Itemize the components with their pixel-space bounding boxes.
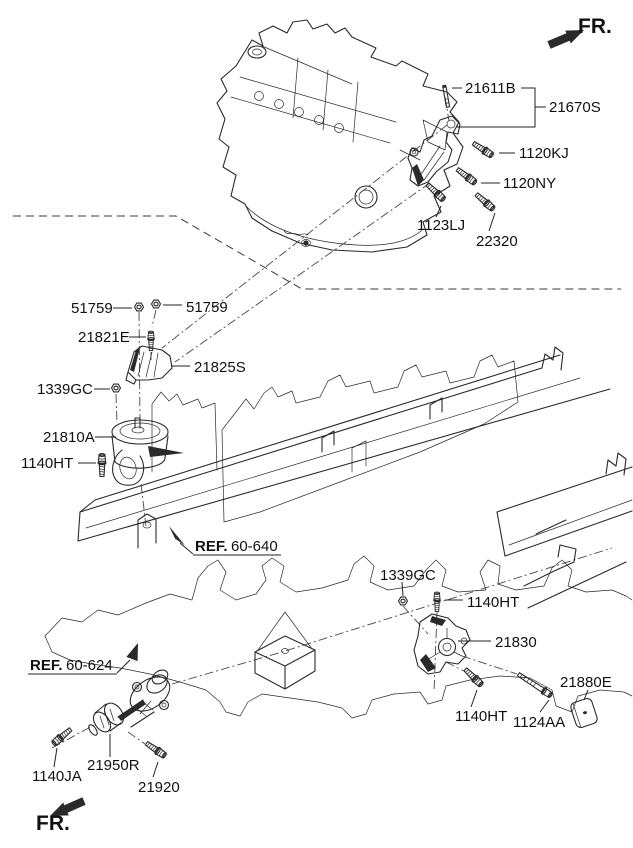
bolt-1140ht-bottom-icon bbox=[462, 665, 486, 689]
part-label-22320: 22320 bbox=[476, 233, 518, 250]
part-label-21920: 21920 bbox=[138, 779, 180, 796]
pad-21880e-illustration bbox=[570, 697, 598, 729]
bracket-21830-illustration bbox=[413, 613, 471, 675]
frame-rail-ref-60-640-illustration bbox=[77, 346, 633, 609]
part-label-51759-right: 51759 bbox=[186, 299, 228, 316]
part-label-1123lj: 1123LJ bbox=[417, 217, 465, 234]
nut-1339gc-lower-icon bbox=[397, 596, 409, 606]
fr-marker-bottom: FR. bbox=[36, 797, 86, 835]
fr-arrow-bottom-icon bbox=[50, 797, 86, 816]
part-label-21810a: 21810A bbox=[43, 429, 95, 446]
mount-21810a-illustration bbox=[111, 417, 184, 486]
nut-51759-left-icon bbox=[133, 302, 145, 312]
leader-lines bbox=[53, 87, 589, 778]
bolt-1120ny-icon bbox=[454, 165, 479, 187]
bolt-1120kj-icon bbox=[470, 139, 496, 160]
part-label-21830: 21830 bbox=[495, 634, 537, 651]
bolt-1124aa-icon bbox=[515, 670, 554, 700]
part-label-21670s: 21670S bbox=[549, 99, 601, 116]
engine-illustration bbox=[216, 19, 464, 253]
part-label-1140ht-bottom: 1140HT bbox=[455, 708, 507, 725]
fr-label-top: FR. bbox=[578, 15, 612, 38]
bolt-1140ht-mid-icon bbox=[433, 591, 441, 613]
part-label-1140ja: 1140JA bbox=[32, 768, 82, 785]
part-label-21880e: 21880E bbox=[560, 674, 612, 691]
ref-60-640-prefix: REF. bbox=[195, 538, 228, 555]
part-label-21825s: 21825S bbox=[194, 359, 246, 376]
bracket-21825s-illustration bbox=[125, 345, 173, 385]
part-label-1140ht-mid: 1140HT bbox=[467, 594, 519, 611]
part-label-21821e: 21821E bbox=[78, 329, 130, 346]
part-label-21950r: 21950R bbox=[87, 757, 140, 774]
part-label-1120ny: 1120NY bbox=[503, 175, 556, 192]
part-label-1124aa: 1124AA bbox=[513, 714, 565, 731]
roll-rod-21950r-illustration bbox=[88, 669, 171, 736]
ref-60-640-callout: REF. 60-640 bbox=[169, 526, 281, 556]
part-label-51759-left: 51759 bbox=[71, 300, 113, 317]
fr-arrow-top-icon bbox=[547, 30, 584, 49]
stud-bolt-21611b-icon bbox=[441, 84, 451, 108]
section-divider-dashed-line bbox=[13, 215, 621, 290]
ref-60-624-number: 60-624 bbox=[66, 657, 113, 674]
part-labels: 21611B 21670S 1120KJ 1120NY 1123LJ 22320… bbox=[21, 80, 612, 796]
part-label-1120kj: 1120KJ bbox=[519, 145, 569, 162]
ref-60-640-arrow-icon bbox=[169, 526, 185, 546]
fr-marker-top: FR. bbox=[547, 15, 612, 49]
ref-60-624-prefix: REF. bbox=[30, 657, 63, 674]
bolt-1140ja-icon bbox=[49, 725, 74, 748]
bolt-1140ht-upper-icon bbox=[97, 453, 107, 478]
bracket-21670s-illustration bbox=[407, 115, 461, 187]
nut-51759-right-icon bbox=[150, 299, 162, 309]
ref-60-624-callout: REF. 60-624 bbox=[28, 643, 138, 675]
part-label-1339gc-lower: 1339GC bbox=[380, 567, 436, 584]
ref-60-624-arrow-icon bbox=[126, 643, 138, 662]
nut-1339gc-upper-icon bbox=[110, 383, 122, 393]
fr-label-bottom: FR. bbox=[36, 812, 70, 835]
bolt-21920-icon bbox=[143, 739, 169, 760]
ref-60-640-number: 60-640 bbox=[231, 538, 278, 555]
part-label-21611b: 21611B bbox=[465, 80, 516, 97]
part-label-1140ht-upper: 1140HT bbox=[21, 455, 73, 472]
part-label-1339gc-upper: 1339GC bbox=[37, 381, 93, 398]
bolt-22320-icon bbox=[473, 190, 497, 213]
